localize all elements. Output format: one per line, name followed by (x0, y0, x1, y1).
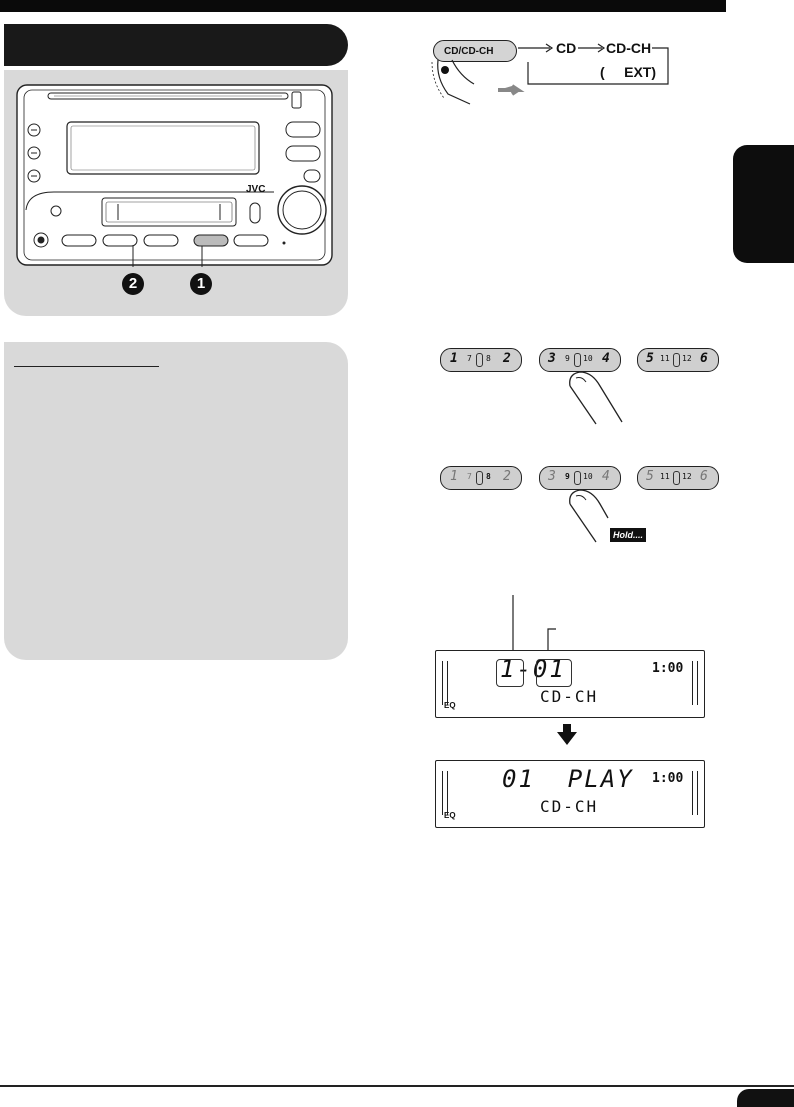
preset-label: 2 (503, 469, 511, 484)
preset-label: 8 (486, 472, 491, 481)
level-bar-right (692, 771, 698, 815)
preset-divider (673, 353, 680, 367)
hold-label: Hold.... (610, 528, 646, 542)
level-bar-left (442, 771, 448, 815)
preset-button-3-4[interactable]: 3 9 10 4 (539, 466, 621, 490)
top-bar (0, 0, 726, 12)
eq-indicator: EQ (444, 811, 456, 820)
preset-button-3-4[interactable]: 3 9 10 4 (539, 348, 621, 372)
finger-press-icon (569, 371, 623, 425)
eq-indicator: EQ (444, 701, 456, 710)
finger-hold-icon (569, 489, 609, 543)
source-button[interactable]: CD/CD-CH (433, 40, 517, 62)
source-button-label: CD/CD-CH (444, 46, 494, 57)
preset-label: 9 (565, 354, 570, 363)
step-2-marker: 2 (122, 273, 144, 295)
preset-divider (673, 471, 680, 485)
preset-divider (476, 353, 483, 367)
display-callout-lines (512, 595, 556, 653)
preset-divider (476, 471, 483, 485)
preset-label: 3 (548, 469, 556, 484)
preset-label: 1 (450, 469, 458, 484)
preset-label: 10 (583, 354, 593, 363)
preset-label: 10 (583, 472, 593, 481)
sequence-item-ext: ( EXT) (600, 64, 656, 80)
section-title-bar (4, 24, 348, 66)
step-1-marker: 1 (190, 273, 212, 295)
notes-heading-rule (14, 366, 159, 367)
track-number-highlight (536, 659, 572, 687)
level-bar-right (692, 661, 698, 705)
lcd-display-disc-track: 1-01 1:00 CD-CH EQ (435, 650, 705, 718)
down-arrow-icon (557, 724, 577, 745)
preset-label: 4 (602, 351, 610, 366)
preset-label: 2 (503, 351, 511, 366)
preset-label: 6 (700, 351, 708, 366)
lcd-display-play: 01 PLAY 1:00 CD-CH EQ (435, 760, 705, 828)
footer-rule (0, 1085, 794, 1087)
preset-label: 1 (450, 351, 458, 366)
car-stereo-illustration: JVC (16, 84, 333, 267)
page-number-pill (737, 1089, 794, 1107)
play-readout: 01 PLAY (502, 765, 634, 793)
preset-button-5-6[interactable]: 5 11 12 6 (637, 348, 719, 372)
brand-logo: JVC (246, 184, 265, 195)
preset-label: 12 (682, 354, 692, 363)
preset-label: 11 (660, 472, 670, 481)
preset-label: 6 (700, 469, 708, 484)
clock-readout: 1:00 (652, 771, 684, 786)
source-sequence-arrows (518, 43, 669, 85)
preset-button-1-2[interactable]: 1 7 8 2 (440, 348, 522, 372)
preset-label: 7 (467, 472, 472, 481)
preset-divider (574, 353, 581, 367)
notes-panel (4, 342, 348, 660)
preset-label: 12 (682, 472, 692, 481)
sequence-item-cd: CD (556, 40, 577, 56)
preset-label: 7 (467, 354, 472, 363)
preset-label: 9 (565, 472, 570, 481)
preset-button-5-6[interactable]: 5 11 12 6 (637, 466, 719, 490)
preset-label: 8 (486, 354, 491, 363)
source-readout: CD-CH (540, 687, 599, 706)
source-readout: CD-CH (540, 797, 599, 816)
preset-button-1-2[interactable]: 1 7 8 2 (440, 466, 522, 490)
preset-label: 5 (646, 351, 654, 366)
disc-number-highlight (496, 659, 524, 687)
preset-label: 4 (602, 469, 610, 484)
preset-label: 3 (548, 351, 556, 366)
language-tab (733, 145, 794, 263)
preset-divider (574, 471, 581, 485)
clock-readout: 1:00 (652, 661, 684, 676)
sequence-item-cd-ch: CD-CH (606, 40, 652, 56)
preset-label: 11 (660, 354, 670, 363)
preset-label: 5 (646, 469, 654, 484)
level-bar-left (442, 661, 448, 705)
finger-press-icon (431, 59, 525, 105)
